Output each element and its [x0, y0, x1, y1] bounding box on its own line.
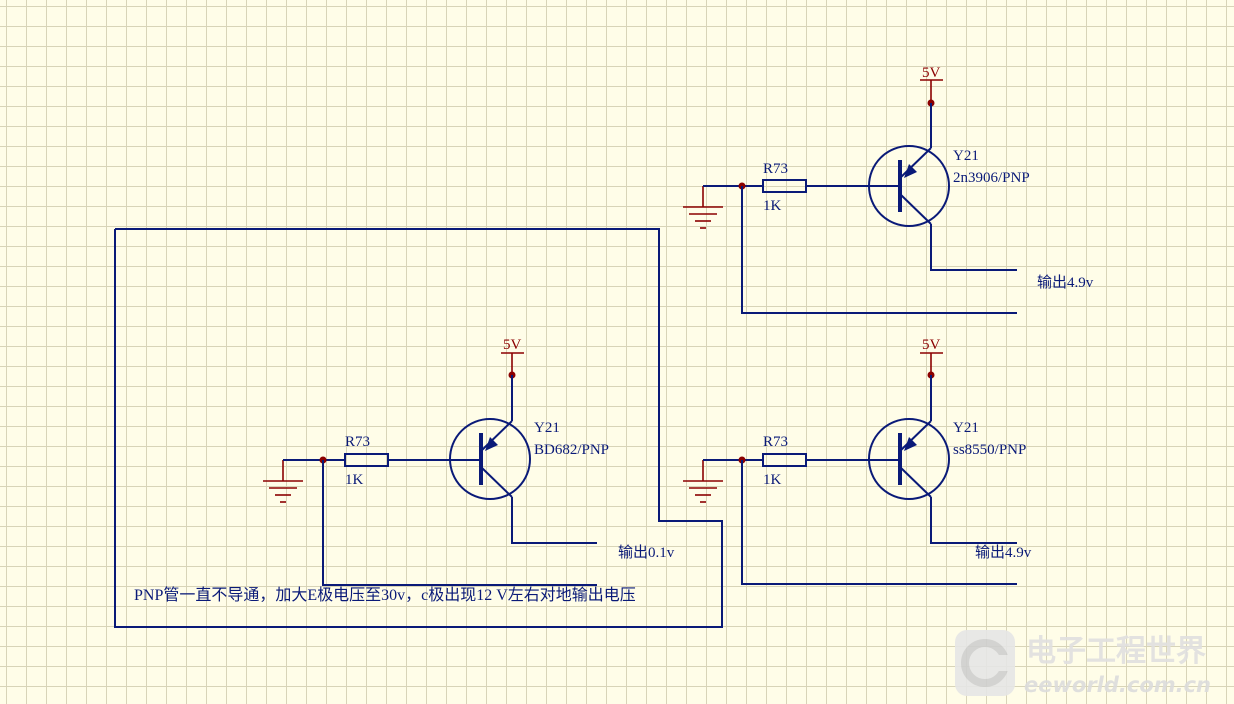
annotation-note: PNP管一直不导通，加大E极电压至30v，c极出现12 V左右对地输出电压 — [134, 586, 636, 604]
eeworld-watermark: 电子工程世界 eeworld.com.cn — [955, 630, 1211, 697]
feedback-wire — [741, 186, 1017, 314]
ground-symbol — [683, 186, 723, 229]
output-label: 输出4.9v — [975, 544, 1032, 561]
transistor-part: BD682/PNP — [534, 442, 609, 458]
resistor-value: 1K — [763, 198, 782, 214]
watermark-cn: 电子工程世界 — [1026, 634, 1206, 669]
annotation-box-outline — [114, 228, 723, 628]
transistor-part: ss8550/PNP — [953, 442, 1026, 458]
collector-wire — [930, 497, 1017, 544]
feedback-wire — [322, 460, 597, 586]
resistor-ref: R73 — [763, 161, 788, 177]
watermark-en: eeworld.com.cn — [1024, 673, 1211, 697]
collector-wire — [930, 224, 1017, 271]
output-label: 输出0.1v — [618, 544, 675, 561]
pnp-transistor-symbol — [449, 418, 531, 500]
supply-label: 5V — [922, 65, 941, 81]
transistor-ref: Y21 — [953, 148, 979, 164]
transistor-ref: Y21 — [953, 420, 979, 436]
collector-wire — [511, 497, 597, 544]
ground-symbol — [683, 460, 723, 503]
resistor-body — [762, 453, 807, 467]
pnp-transistor-symbol — [868, 145, 950, 227]
ground-symbol — [263, 460, 303, 503]
circuit-ss8550: R73 1K Y21 ss8550/PNP 5V 输出4.9v — [683, 337, 1032, 585]
resistor-value: 1K — [763, 472, 782, 488]
transistor-part: 2n3906/PNP — [953, 170, 1030, 186]
supply-label: 5V — [922, 337, 941, 353]
circuit-bd682: R73 1K Y21 BD682/PNP 5V 输出0.1v — [263, 337, 675, 586]
supply-label: 5V — [503, 337, 522, 353]
resistor-ref: R73 — [345, 434, 370, 450]
resistor-body — [344, 453, 389, 467]
output-label: 输出4.9v — [1037, 274, 1094, 291]
feedback-wire — [741, 460, 1017, 585]
resistor-value: 1K — [345, 472, 364, 488]
pnp-transistor-symbol — [868, 418, 950, 500]
circuit-2n3906: R73 1K Y21 2n3906/PNP 5V 输出4.9v — [683, 65, 1094, 314]
transistor-ref: Y21 — [534, 420, 560, 436]
resistor-ref: R73 — [763, 434, 788, 450]
resistor-body — [762, 179, 807, 193]
